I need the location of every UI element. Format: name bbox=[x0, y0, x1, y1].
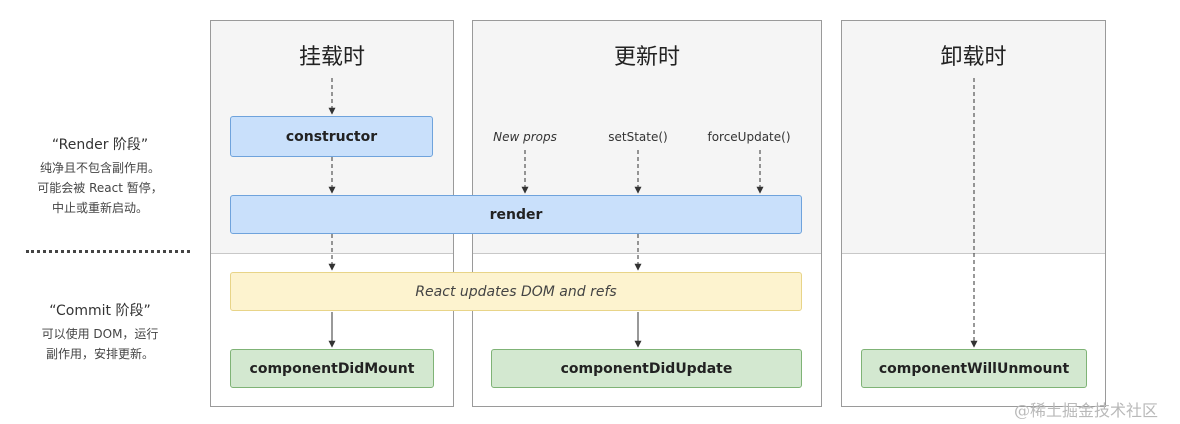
render-phase-desc-line: 可能会被 React 暂停， bbox=[37, 181, 163, 195]
commit-phase-desc-line: 副作用，安排更新。 bbox=[45, 347, 154, 361]
commit-phase-title: “Commit 阶段” bbox=[49, 303, 151, 319]
watermark: @稀土掘金技术社区 bbox=[1014, 401, 1159, 420]
update-column-title: 更新时 bbox=[613, 45, 680, 70]
constructor-box: constructor bbox=[230, 116, 433, 157]
trigger-new-props: New props bbox=[493, 130, 557, 144]
render-phase-desc-line: 中止或重新启动。 bbox=[51, 201, 148, 215]
commit-phase-desc-line: 可以使用 DOM，运行 bbox=[41, 327, 159, 341]
render-box: render bbox=[230, 195, 802, 234]
render-phase-desc: 纯净且不包含副作用。 可能会被 React 暂停， 中止或重新启动。 bbox=[5, 158, 195, 218]
component-will-unmount-box: componentWillUnmount bbox=[861, 349, 1087, 388]
unmount-column-title: 卸载时 bbox=[940, 45, 1007, 70]
trigger-setstate: setState() bbox=[608, 130, 668, 144]
component-did-mount-box: componentDidMount bbox=[230, 349, 434, 388]
mount-column-title: 挂载时 bbox=[298, 45, 365, 70]
react-updates-dom-box: React updates DOM and refs bbox=[230, 272, 802, 311]
commit-phase-desc: 可以使用 DOM，运行 副作用，安排更新。 bbox=[5, 324, 195, 364]
phase-separator bbox=[211, 253, 453, 254]
render-phase-desc-line: 纯净且不包含副作用。 bbox=[39, 161, 160, 175]
phase-divider bbox=[26, 250, 190, 253]
trigger-forceupdate: forceUpdate() bbox=[707, 130, 791, 144]
component-did-update-box: componentDidUpdate bbox=[491, 349, 802, 388]
render-phase-title: “Render 阶段” bbox=[51, 137, 149, 153]
phase-separator bbox=[473, 253, 821, 254]
